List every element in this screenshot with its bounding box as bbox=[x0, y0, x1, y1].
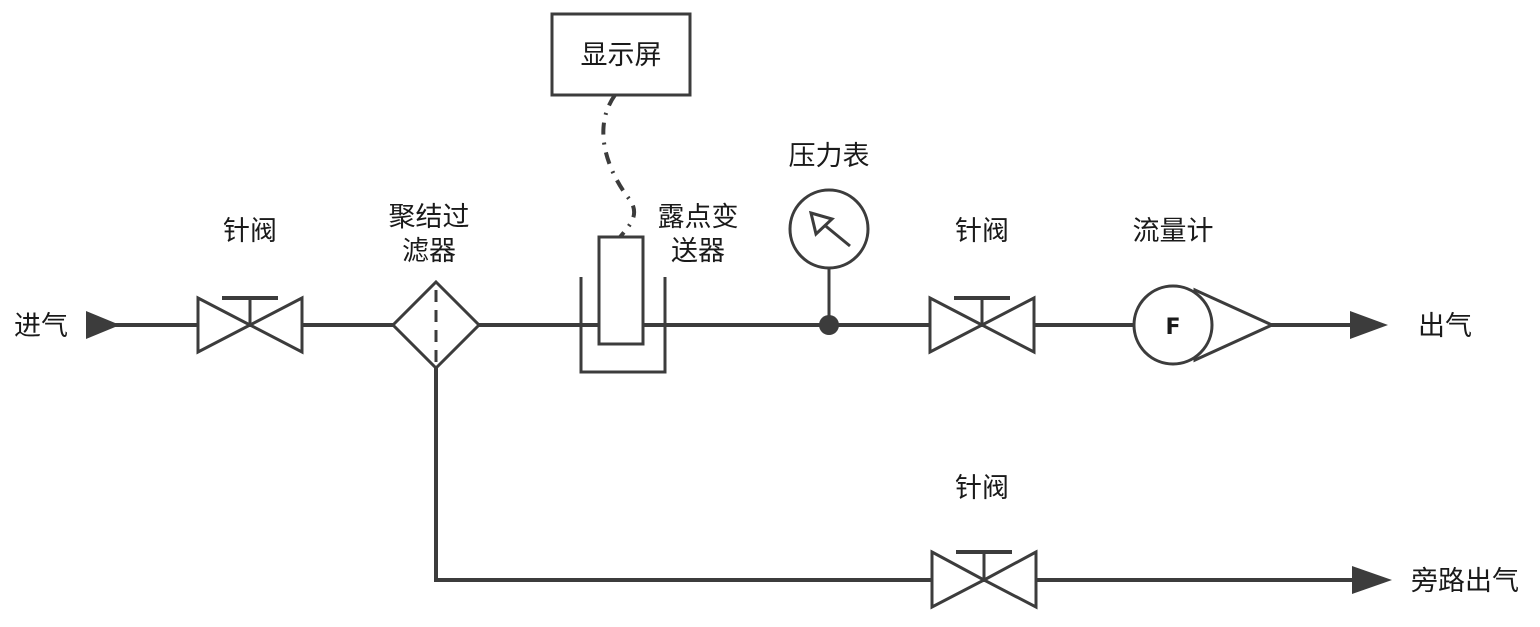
outlet-arrow-icon bbox=[1350, 311, 1388, 339]
needle-valve-3-label: 针阀 bbox=[955, 473, 1009, 504]
transmitter-label-line1: 露点变 bbox=[658, 202, 739, 233]
needle-valve-1-icon bbox=[196, 295, 304, 355]
inlet-arrow-icon bbox=[86, 311, 120, 339]
inlet-label: 进气 bbox=[14, 311, 68, 342]
flowmeter-label: 流量计 bbox=[1133, 216, 1214, 247]
pressure-gauge-label: 压力表 bbox=[789, 141, 870, 172]
display-box bbox=[550, 12, 692, 97]
display-label: 显示屏 bbox=[581, 40, 662, 71]
needle-valve-1-label: 针阀 bbox=[223, 216, 277, 247]
flowmeter-icon bbox=[1132, 284, 1276, 366]
needle-valve-2-label: 针阀 bbox=[955, 216, 1009, 247]
outlet-label: 出气 bbox=[1418, 311, 1472, 342]
filter-label-line2: 滤器 bbox=[402, 236, 456, 267]
pressure-gauge-icon bbox=[788, 188, 870, 335]
bypass-pipe bbox=[434, 368, 1352, 582]
coalescing-filter-icon bbox=[390, 279, 482, 371]
filter-label-line1: 聚结过 bbox=[389, 202, 470, 233]
needle-valve-3-icon bbox=[930, 549, 1038, 610]
transmitter-label-line2: 送器 bbox=[671, 236, 725, 267]
dew-point-transmitter-icon bbox=[579, 235, 667, 374]
signal-line bbox=[601, 93, 637, 239]
bypass-outlet-label: 旁路出气 bbox=[1411, 566, 1519, 597]
flowmeter-symbol: F bbox=[1165, 315, 1180, 340]
bypass-arrow-icon bbox=[1352, 566, 1392, 594]
needle-valve-2-icon bbox=[928, 295, 1036, 355]
